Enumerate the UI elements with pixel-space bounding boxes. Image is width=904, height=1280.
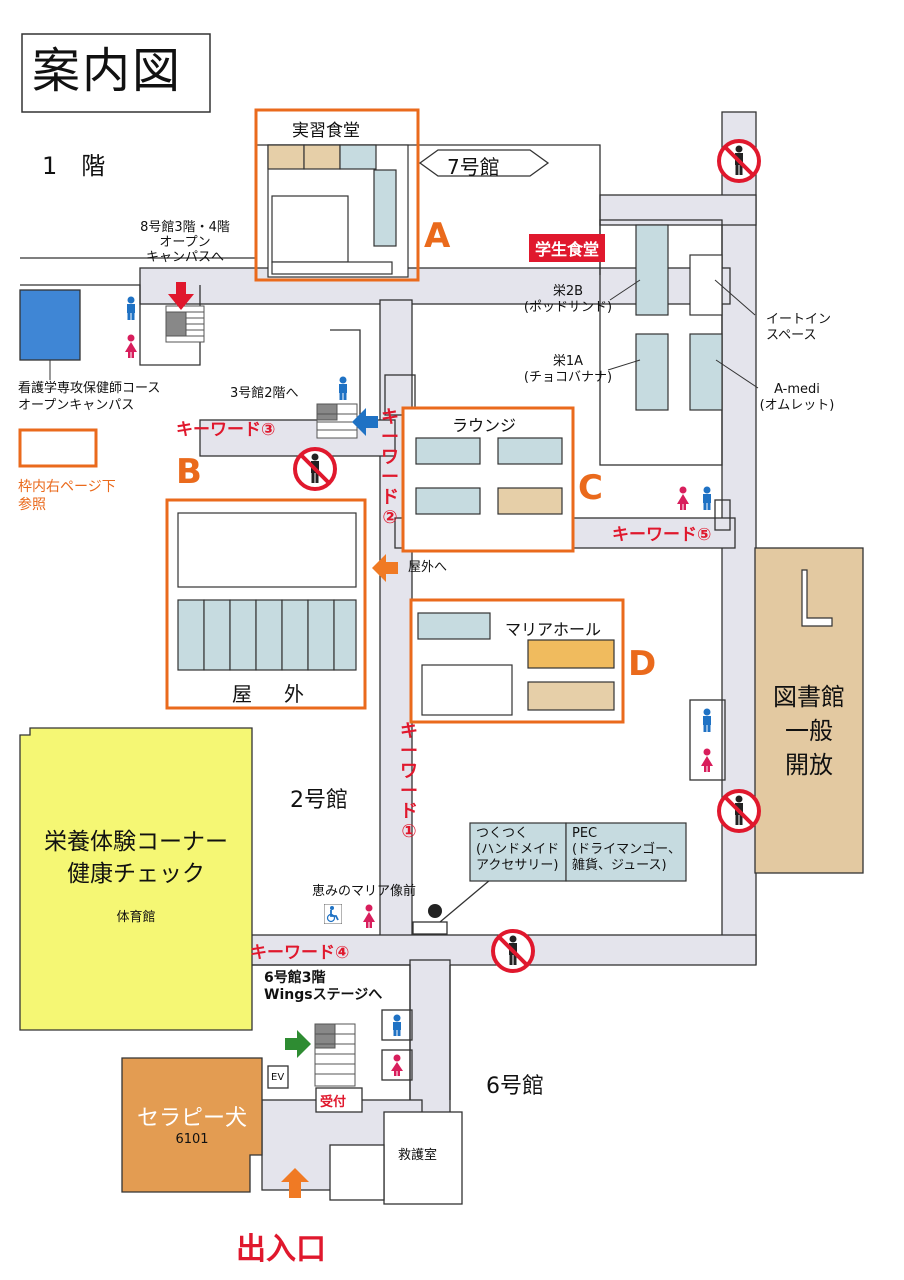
keyword-5: キーワード⑤ xyxy=(612,525,712,545)
restroom-female-icon xyxy=(390,1054,404,1080)
maria-statue-label: 恵みのマリア像前 xyxy=(312,884,417,899)
no-pedestrian-icon xyxy=(716,138,762,184)
arrow-b3-icon xyxy=(352,408,378,436)
legend-frame xyxy=(18,428,98,468)
library-label: 図書館一般開放 xyxy=(773,683,845,779)
no-pedestrian-icon xyxy=(716,788,762,834)
zone-c-letter: C xyxy=(578,468,603,508)
zone-d-letter: D xyxy=(628,644,657,684)
sakae1a-label: 栄1A(チョコバナナ) xyxy=(523,354,613,385)
keyword-4: キーワード④ xyxy=(250,943,350,963)
arrow-entrance-icon xyxy=(281,1168,309,1198)
gakusei-label: 学生食堂 xyxy=(529,234,606,262)
lounge-label: ラウンジ xyxy=(452,416,517,435)
kyugoshitsu-label: 救護室 xyxy=(398,1148,438,1163)
uketsuke-desk xyxy=(315,1087,363,1113)
no-pedestrian-icon xyxy=(490,928,536,974)
zone-c-frame xyxy=(401,406,575,553)
eiyo-label: 栄養体験コーナー健康チェック xyxy=(44,829,228,887)
keyword-3: キーワード③ xyxy=(176,420,276,440)
jisshu-block xyxy=(267,144,409,278)
therapy-room xyxy=(121,1057,263,1193)
kyugoshitsu-room xyxy=(383,1111,463,1205)
tsukutsuku-label: つくつく(ハンドメイドアクセサリー) xyxy=(476,826,560,873)
restroom-female-icon xyxy=(124,334,138,362)
pec-box xyxy=(565,822,687,882)
floor-label: 1 階 xyxy=(42,152,106,180)
eatin-label: イートインスペース xyxy=(766,312,832,343)
restroom-female-icon xyxy=(700,748,714,776)
pec-label: PEC(ドライマンゴー、雑貨、ジュース) xyxy=(572,826,681,873)
restroom-female-icon xyxy=(676,486,690,514)
restroom-male-icon xyxy=(124,296,138,324)
arrow-b8-icon xyxy=(168,282,194,310)
building-6-label: 6号館 xyxy=(486,1074,544,1099)
zone-b-letter: B xyxy=(176,452,202,492)
entrance-label: 出入口 xyxy=(236,1232,326,1267)
zone-a-letter: A xyxy=(424,216,451,256)
ev-label: EV xyxy=(271,1072,285,1083)
b7-label-frame xyxy=(418,149,550,177)
building-2-label: 2号館 xyxy=(290,788,348,813)
restroom-female-icon xyxy=(362,904,376,932)
library-block xyxy=(754,547,864,874)
building-7-label: 7号館 xyxy=(447,155,500,179)
wheelchair-icon xyxy=(323,903,343,928)
zone-b-frame xyxy=(165,498,367,710)
therapy-room-number: 6101 xyxy=(175,1132,209,1147)
restroom-male-icon xyxy=(336,376,350,404)
nursing-box xyxy=(19,289,81,361)
title-frame xyxy=(21,33,211,113)
arrow-b6-icon xyxy=(285,1030,311,1058)
restroom-male-icon xyxy=(700,486,714,514)
page-title: 案内図 xyxy=(32,43,183,99)
legend-note: 枠内右ページ下参照 xyxy=(18,479,116,513)
b8-direction: 8号館3階・4階オープンキャンパスへ xyxy=(140,220,230,265)
stairs-icon xyxy=(165,305,205,343)
jisshu-label: 実習食堂 xyxy=(292,121,360,141)
outside-direction: 屋外へ xyxy=(408,560,448,575)
maria-hall-label: マリアホール xyxy=(505,620,602,639)
restroom-male-icon xyxy=(700,708,714,736)
no-pedestrian-icon xyxy=(292,446,338,492)
therapy-label: セラピー犬 xyxy=(136,1106,247,1131)
nursing-label: 看護学専攻保健師コースオープンキャンパス xyxy=(18,381,161,413)
maria-statue-marker xyxy=(428,904,442,918)
outdoor-label: 屋 外 xyxy=(232,682,310,706)
b3-direction: 3号館2階へ xyxy=(230,386,299,401)
eiyo-area xyxy=(19,727,253,1031)
zone-a-frame xyxy=(254,108,420,282)
uketsuke-label: 受付 xyxy=(320,1095,347,1110)
sakae2b-label: 栄2B(ポッドサンド) xyxy=(523,284,613,315)
restroom-male-icon xyxy=(390,1014,404,1040)
taiikukan-label: 体育館 xyxy=(116,910,156,925)
arrow-outside-icon xyxy=(372,554,398,582)
amedi-label: A-medi(オムレット) xyxy=(759,382,835,413)
